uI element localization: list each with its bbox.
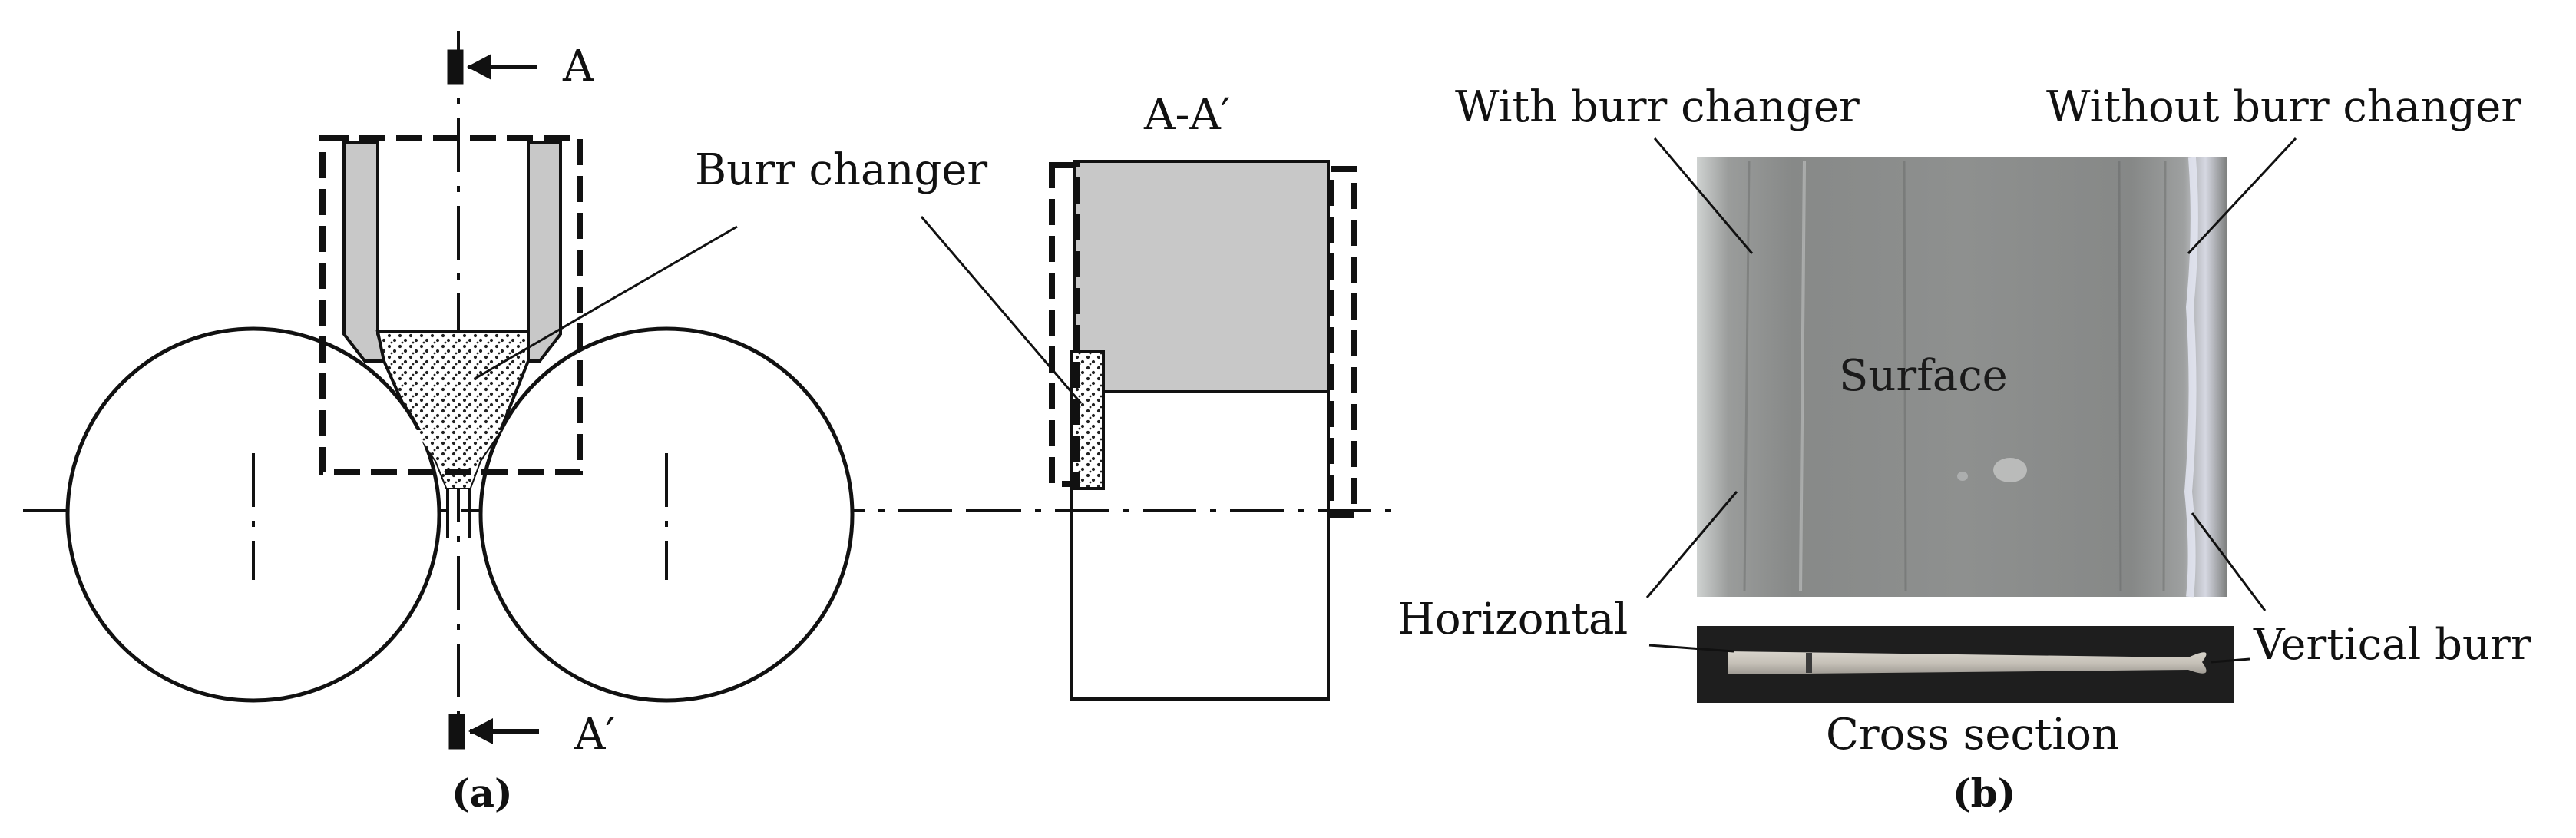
section-marker-top xyxy=(447,49,464,85)
section-nozzle xyxy=(1073,160,1330,393)
section-view-title: A-A′ xyxy=(1143,90,1231,140)
leader-without xyxy=(2187,137,2297,255)
cross-section-strip xyxy=(1728,651,2207,674)
label-without-burr-changer: Without burr changer xyxy=(2046,82,2521,132)
section-burr-changer-insert xyxy=(1070,350,1105,490)
roll-left xyxy=(65,326,441,703)
section-label-a: A xyxy=(562,41,594,91)
roll-right xyxy=(478,326,855,703)
panel-a-section-view xyxy=(920,160,1405,701)
panel-b xyxy=(1645,137,2297,703)
surface-photo xyxy=(1697,157,2227,597)
nozzle-wall-right xyxy=(527,141,562,363)
burr-changer-label: Burr changer xyxy=(695,145,987,195)
leader-vertical-2 xyxy=(2211,657,2250,664)
section-outline-left xyxy=(1049,162,1080,487)
section-outline-right xyxy=(1328,166,1357,518)
section-arrow-bottom xyxy=(468,718,493,744)
leader-horizontal xyxy=(1645,491,1738,598)
section-label-a-prime: A′ xyxy=(574,710,615,760)
burr-changer-outline xyxy=(319,135,583,475)
caption-a: (a) xyxy=(451,770,513,816)
label-surface: Surface xyxy=(1839,351,2008,401)
section-roll xyxy=(1070,390,1330,701)
section-arrow-top xyxy=(467,54,491,80)
nozzle-wall-left xyxy=(342,141,389,363)
burr-edge-right xyxy=(2184,157,2198,598)
panel-a-front-view xyxy=(23,31,1014,750)
label-cross-section: Cross section xyxy=(1826,710,2119,760)
label-horizontal: Horizontal xyxy=(1397,595,1628,644)
label-vertical-burr: Vertical burr xyxy=(2253,620,2531,670)
label-with-burr-changer: With burr changer xyxy=(1455,82,1860,132)
leader-horizontal-2 xyxy=(1648,644,1734,653)
caption-b: (b) xyxy=(1953,770,2015,816)
section-marker-bottom xyxy=(448,714,465,750)
leader-with xyxy=(1653,137,1754,254)
leader-vertical xyxy=(2191,512,2267,611)
burr-changer-leader xyxy=(475,225,738,379)
